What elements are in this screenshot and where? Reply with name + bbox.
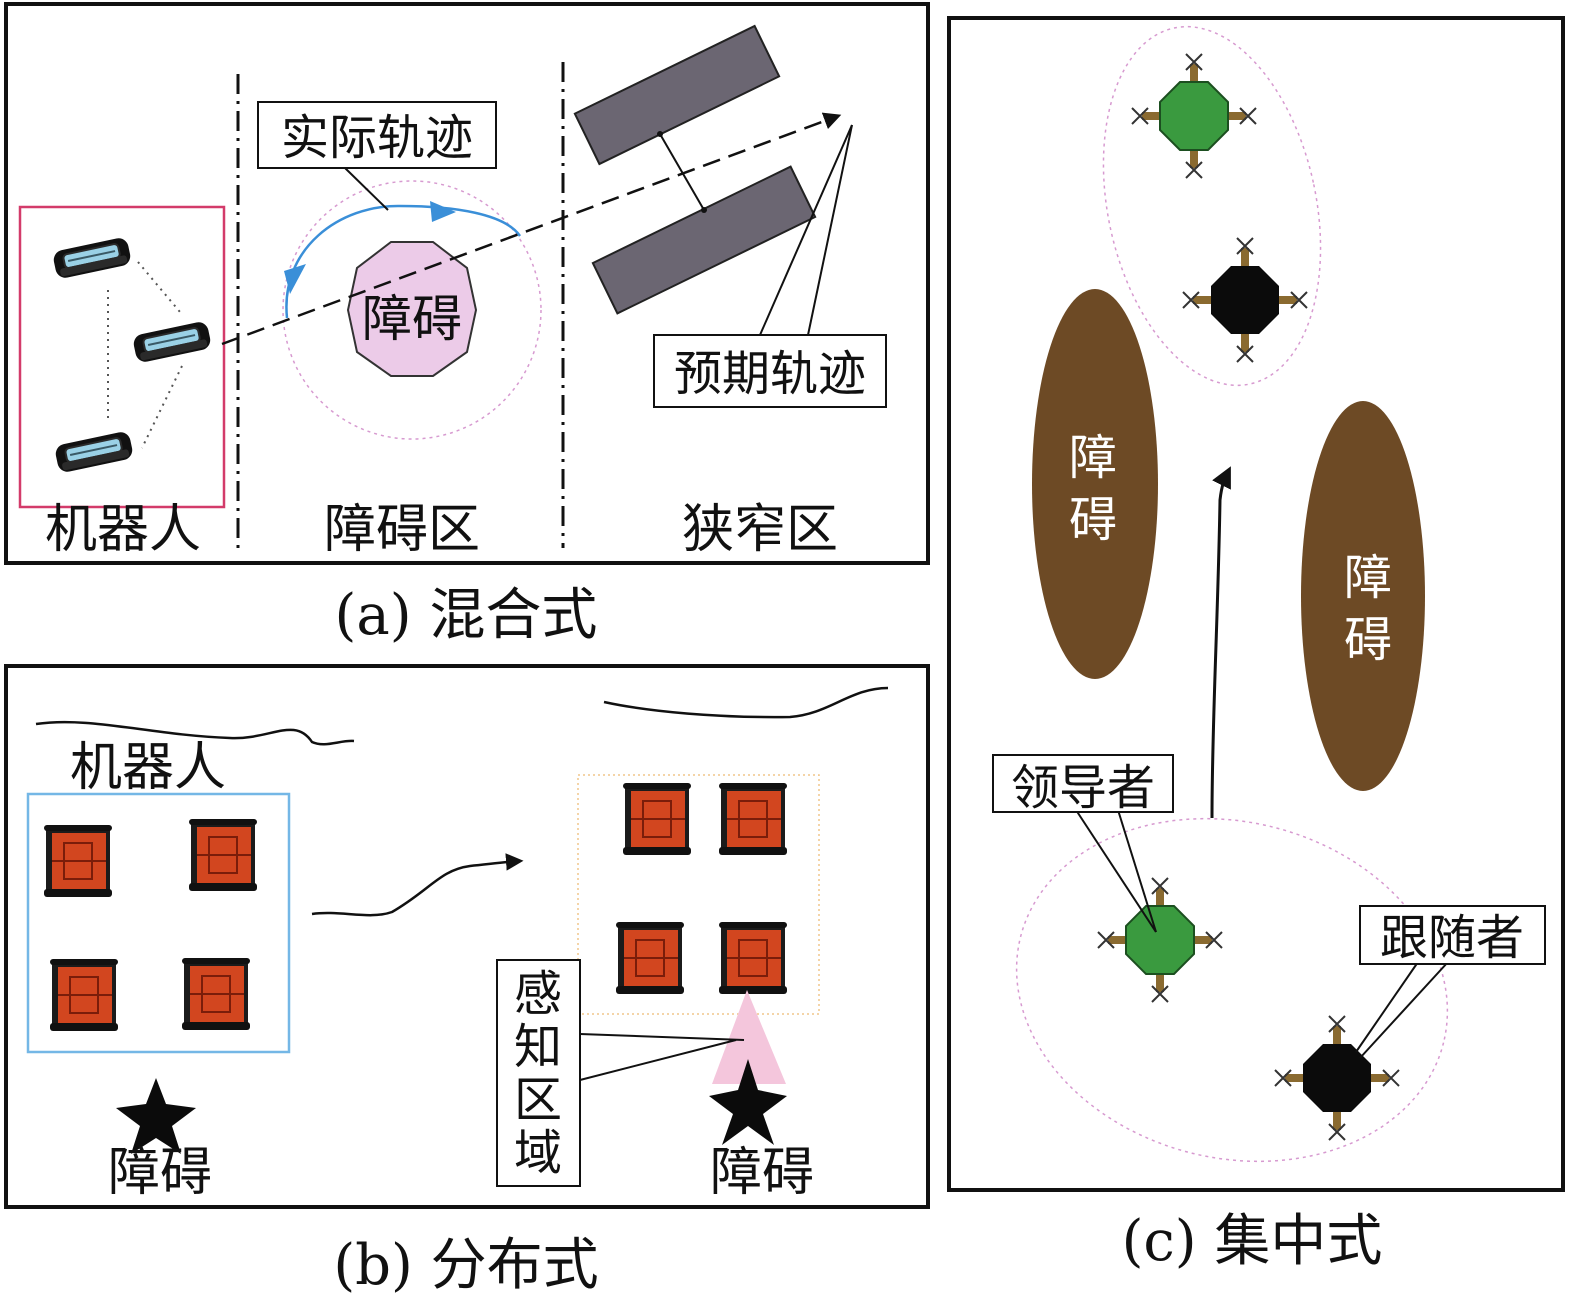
robot-group-box: [18, 205, 226, 509]
movement-path: [311, 853, 524, 917]
red-robot-3: [49, 958, 119, 1032]
brown-obstacle-right: [1301, 401, 1425, 791]
brown-obstacle-left-char-2: 碍: [1069, 492, 1117, 548]
brown-obstacle-left: [1032, 289, 1158, 679]
leader-box: [992, 754, 1174, 813]
tank-robot-3: [52, 429, 136, 475]
perception-area-char-3: 区: [514, 1072, 562, 1128]
red-robot-7: [615, 921, 685, 995]
caption-c: (c) 集中式: [1122, 1209, 1383, 1274]
perception-cone: [712, 990, 786, 1084]
wall-line-left: [35, 720, 355, 746]
actual-trajectory: [285, 204, 522, 319]
red-robot-5: [622, 782, 692, 856]
zone-label-obstacle: 障碍区: [324, 500, 480, 560]
perception-area-char-2: 知: [514, 1019, 562, 1075]
actual-trajectory-box: [257, 101, 497, 169]
leader-label: 领导者: [1011, 760, 1155, 816]
narrow-wall-lower: [591, 165, 817, 315]
quad-leader-top: [1132, 54, 1256, 178]
formation-range-bottom: [1015, 817, 1449, 1163]
panel-a-frame: [4, 2, 930, 565]
brown-obstacle-left-char-1: 障: [1069, 430, 1117, 486]
panel-b-frame: [4, 664, 930, 1209]
perception-leaders: [579, 1033, 745, 1081]
brown-obstacle-right-char-2: 碍: [1344, 612, 1392, 668]
obstacle-right-label: 障碍: [710, 1143, 814, 1203]
zone-label-narrow: 狭窄区: [682, 500, 838, 560]
red-robot-8: [718, 921, 788, 995]
caption-b: (b) 分布式: [333, 1233, 598, 1298]
panel-b: 机器人 障碍 障碍 感 知 区 域 (b) 分布式: [4, 664, 930, 1298]
red-robot-6: [718, 782, 788, 856]
actual-trajectory-arrow-2: [430, 201, 456, 222]
actual-trajectory-leader: [344, 167, 389, 211]
formation-links: [107, 261, 183, 449]
narrow-gap-point-1: [657, 131, 663, 137]
follower-leaders: [1355, 961, 1449, 1059]
panel-c-frame: [947, 16, 1565, 1192]
tank-robot-1: [50, 235, 134, 281]
robot-group-start-box: [26, 792, 291, 1054]
narrow-gap-width: [659, 133, 705, 211]
red-robot-2: [188, 818, 258, 892]
expected-trajectory-box: [653, 334, 887, 408]
caption-a: (a) 混合式: [335, 583, 598, 648]
obstacle-octagon-label: 障碍: [362, 290, 462, 348]
zone-label-robot: 机器人: [45, 500, 201, 560]
red-robot-1: [43, 824, 113, 898]
obstacle-star-left: [116, 1078, 196, 1154]
leader-leaders: [1075, 809, 1157, 933]
obstacle-star-right: [709, 1059, 787, 1145]
brown-obstacle-right-char-1: 障: [1344, 550, 1392, 606]
narrow-gap-point-2: [701, 207, 707, 213]
obstacle-left-label: 障碍: [108, 1143, 212, 1203]
follower-label: 跟随者: [1380, 910, 1524, 966]
panel-c: 障 碍 障 碍 领导者 跟随者 (c) 集中式: [947, 16, 1565, 1274]
wall-line-right: [603, 686, 889, 719]
perception-area-char-4: 域: [514, 1125, 562, 1181]
quad-follower-top: [1183, 238, 1307, 362]
expected-trajectory: [221, 112, 842, 346]
quad-leader-bottom: [1098, 878, 1222, 1002]
narrow-wall-upper: [573, 24, 781, 166]
actual-trajectory-label: 实际轨迹: [281, 110, 473, 166]
panel-a: 障碍 实际轨迹 预期轨迹 机器人 障碍区 狭窄区 (a) 混合式: [4, 2, 930, 648]
perception-area-char-1: 感: [514, 966, 562, 1022]
perception-area-box: [496, 959, 581, 1187]
follower-box: [1359, 905, 1546, 965]
tank-robot-2: [130, 319, 214, 365]
red-robot-4: [181, 957, 251, 1031]
actual-trajectory-arrow-1: [284, 264, 306, 294]
expected-trajectory-leaders: [759, 124, 853, 336]
expected-trajectory-label: 预期轨迹: [674, 346, 866, 402]
robots-label: 机器人: [70, 738, 226, 798]
obstacle-range-circle: [282, 180, 542, 440]
robot-group-end-box: [577, 774, 820, 1015]
formation-path: [1210, 466, 1231, 819]
